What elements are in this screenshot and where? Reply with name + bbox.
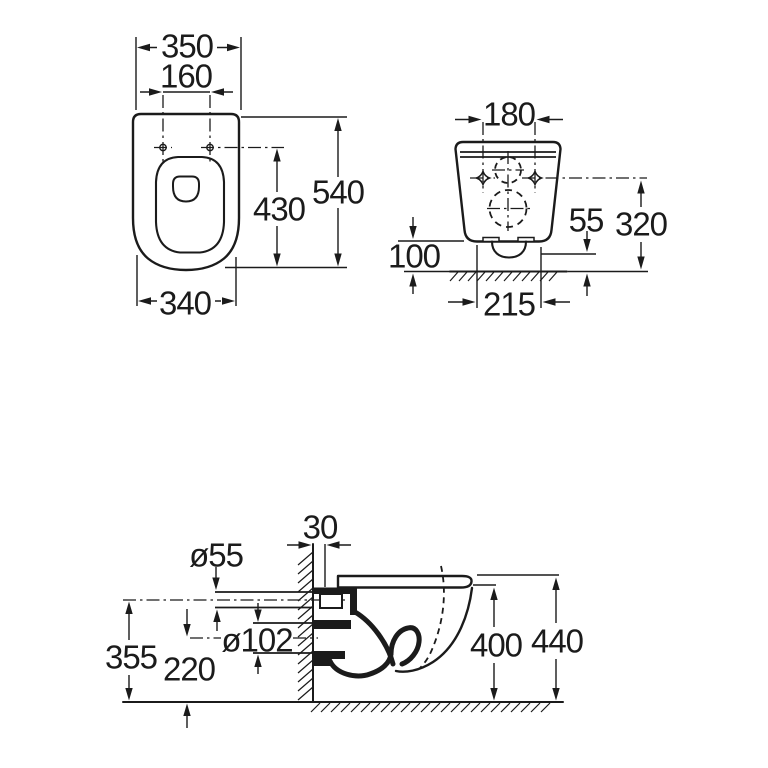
arrowheads-o102 (254, 609, 262, 667)
arrowheads-55 (583, 239, 591, 287)
dim-front-hole-axis-height: 320 (615, 206, 668, 243)
arrowheads-400 (490, 587, 498, 701)
arrowheads-30 (298, 541, 340, 549)
plan-extension-lines (135, 37, 347, 306)
wall-hatch (297, 551, 314, 701)
arrowheads-o55 (212, 577, 221, 622)
front-outlet-dome (490, 240, 528, 259)
dim-top-overall-width: 350 (161, 28, 214, 65)
dim-front-body-to-floor: 100 (388, 238, 441, 275)
dim-side-inlet-axis-to-floor: 355 (105, 639, 157, 676)
dim-side-underside-to-floor: 400 (470, 627, 523, 664)
floor-hatch (310, 702, 551, 713)
dim-top-front-width: 340 (159, 285, 212, 322)
arrowheads-100 (409, 226, 417, 287)
side-hidden-bowl-curve (419, 565, 445, 669)
dim-side-mount-offset: 30 (303, 509, 338, 546)
dim-front-outlet-width: 215 (483, 286, 535, 323)
arrowheads-440 (552, 577, 560, 701)
dim-top-holes-to-front: 430 (253, 191, 306, 228)
dim-side-top-to-floor: 440 (531, 623, 584, 660)
side-trap-bottom (327, 651, 394, 679)
dim-side-outlet-diameter: ø102 (221, 622, 292, 659)
plan-water-spot (172, 175, 200, 203)
dim-front-hole-spacing: 180 (483, 96, 536, 133)
side-mounting-bars (314, 587, 357, 666)
side-reference-lines (324, 544, 559, 587)
side-trap-back (352, 609, 396, 667)
side-bowl-outline (394, 586, 474, 673)
dim-front-outlet-to-floor: 55 (569, 202, 604, 239)
dim-top-hole-spacing: 160 (160, 58, 213, 95)
dim-line-o55 (215, 567, 218, 631)
plan-toilet-outline (131, 112, 241, 272)
side-seat-plate (336, 574, 473, 589)
front-view: 180 320 55 100 215 (388, 96, 669, 323)
inlet-pipe-lines (215, 591, 313, 609)
dim-side-inlet-diameter: ø55 (189, 537, 243, 574)
plan-seat-opening (154, 155, 226, 254)
front-ground-hatch (449, 271, 558, 282)
dim-side-outlet-axis-to-floor: 220 (163, 651, 216, 688)
front-centerlines (470, 122, 647, 231)
front-bottom-tabs (482, 236, 535, 243)
side-trap-weir (388, 625, 422, 667)
dim-top-overall-depth: 540 (312, 174, 365, 211)
outlet-pipe-lines (253, 622, 313, 654)
arrowheads-430 (273, 148, 281, 267)
front-reference-lines (398, 240, 596, 308)
top-view: 350 160 540 430 340 (131, 28, 366, 322)
side-view: 30 ø55 ø102 355 220 400 440 (105, 509, 585, 728)
plan-centerlines (154, 95, 284, 162)
side-fixing-block (319, 593, 343, 609)
front-toilet-outline (454, 140, 562, 243)
